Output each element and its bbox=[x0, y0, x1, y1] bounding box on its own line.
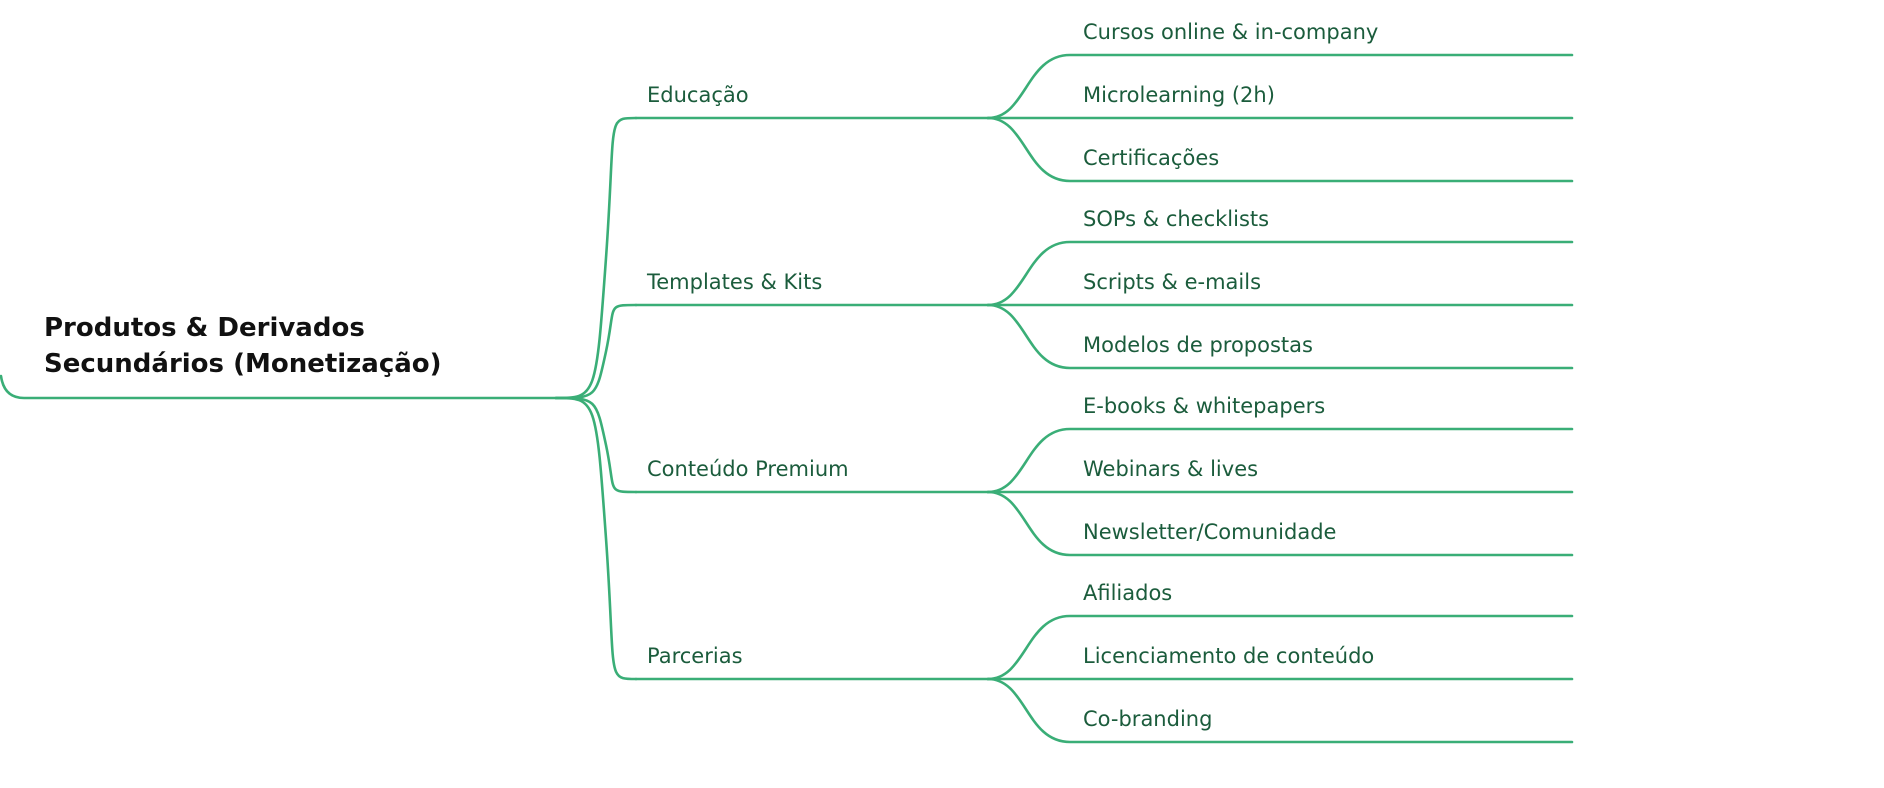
leaf-label-2-1: SOPs & checklists bbox=[1083, 207, 1270, 231]
leaf-label-4-2: Licenciamento de conteúdo bbox=[1083, 644, 1375, 668]
leaf-line-1-1 bbox=[986, 53, 1574, 120]
connector-root-to-branch-2 bbox=[554, 303, 638, 400]
leaf-line-3-1 bbox=[986, 427, 1574, 494]
branch-label-2: Templates & Kits bbox=[647, 270, 823, 294]
leaf-label-1-2: Microlearning (2h) bbox=[1083, 83, 1275, 107]
leaf-label-4-1: Afiliados bbox=[1083, 581, 1173, 605]
leaf-line-4-1 bbox=[986, 614, 1574, 681]
leaf-label-3-1: E-books & whitepapers bbox=[1083, 394, 1326, 418]
connector-root-to-branch-3 bbox=[554, 396, 638, 494]
branch-label-4: Parcerias bbox=[647, 644, 743, 668]
leaf-label-1-1: Cursos online & in-company bbox=[1083, 20, 1379, 44]
leaf-line-3-3 bbox=[986, 490, 1574, 557]
root-node-label: Produtos & Derivados Secundários (Moneti… bbox=[44, 310, 524, 382]
leaf-label-3-2: Webinars & lives bbox=[1083, 457, 1259, 481]
leaf-line-2-3 bbox=[986, 303, 1574, 370]
leaf-label-1-3: Certificações bbox=[1083, 146, 1220, 170]
branch-label-3: Conteúdo Premium bbox=[647, 457, 849, 481]
leaf-line-4-3 bbox=[986, 677, 1574, 744]
leaf-line-1-3 bbox=[986, 116, 1574, 183]
leaf-label-4-3: Co-branding bbox=[1083, 707, 1213, 731]
leaf-label-3-3: Newsletter/Comunidade bbox=[1083, 520, 1337, 544]
connector-root-to-branch-4 bbox=[554, 396, 638, 681]
connector-root-to-branch-1 bbox=[554, 116, 638, 400]
leaf-line-2-1 bbox=[986, 240, 1574, 307]
leaf-label-2-2: Scripts & e-mails bbox=[1083, 270, 1262, 294]
root-title-line-2: Secundários (Monetização) bbox=[44, 349, 442, 379]
root-title-line-1: Produtos & Derivados bbox=[44, 313, 365, 343]
root-underline bbox=[0, 374, 558, 400]
branch-label-1: Educação bbox=[647, 83, 749, 107]
leaf-label-2-3: Modelos de propostas bbox=[1083, 333, 1313, 357]
